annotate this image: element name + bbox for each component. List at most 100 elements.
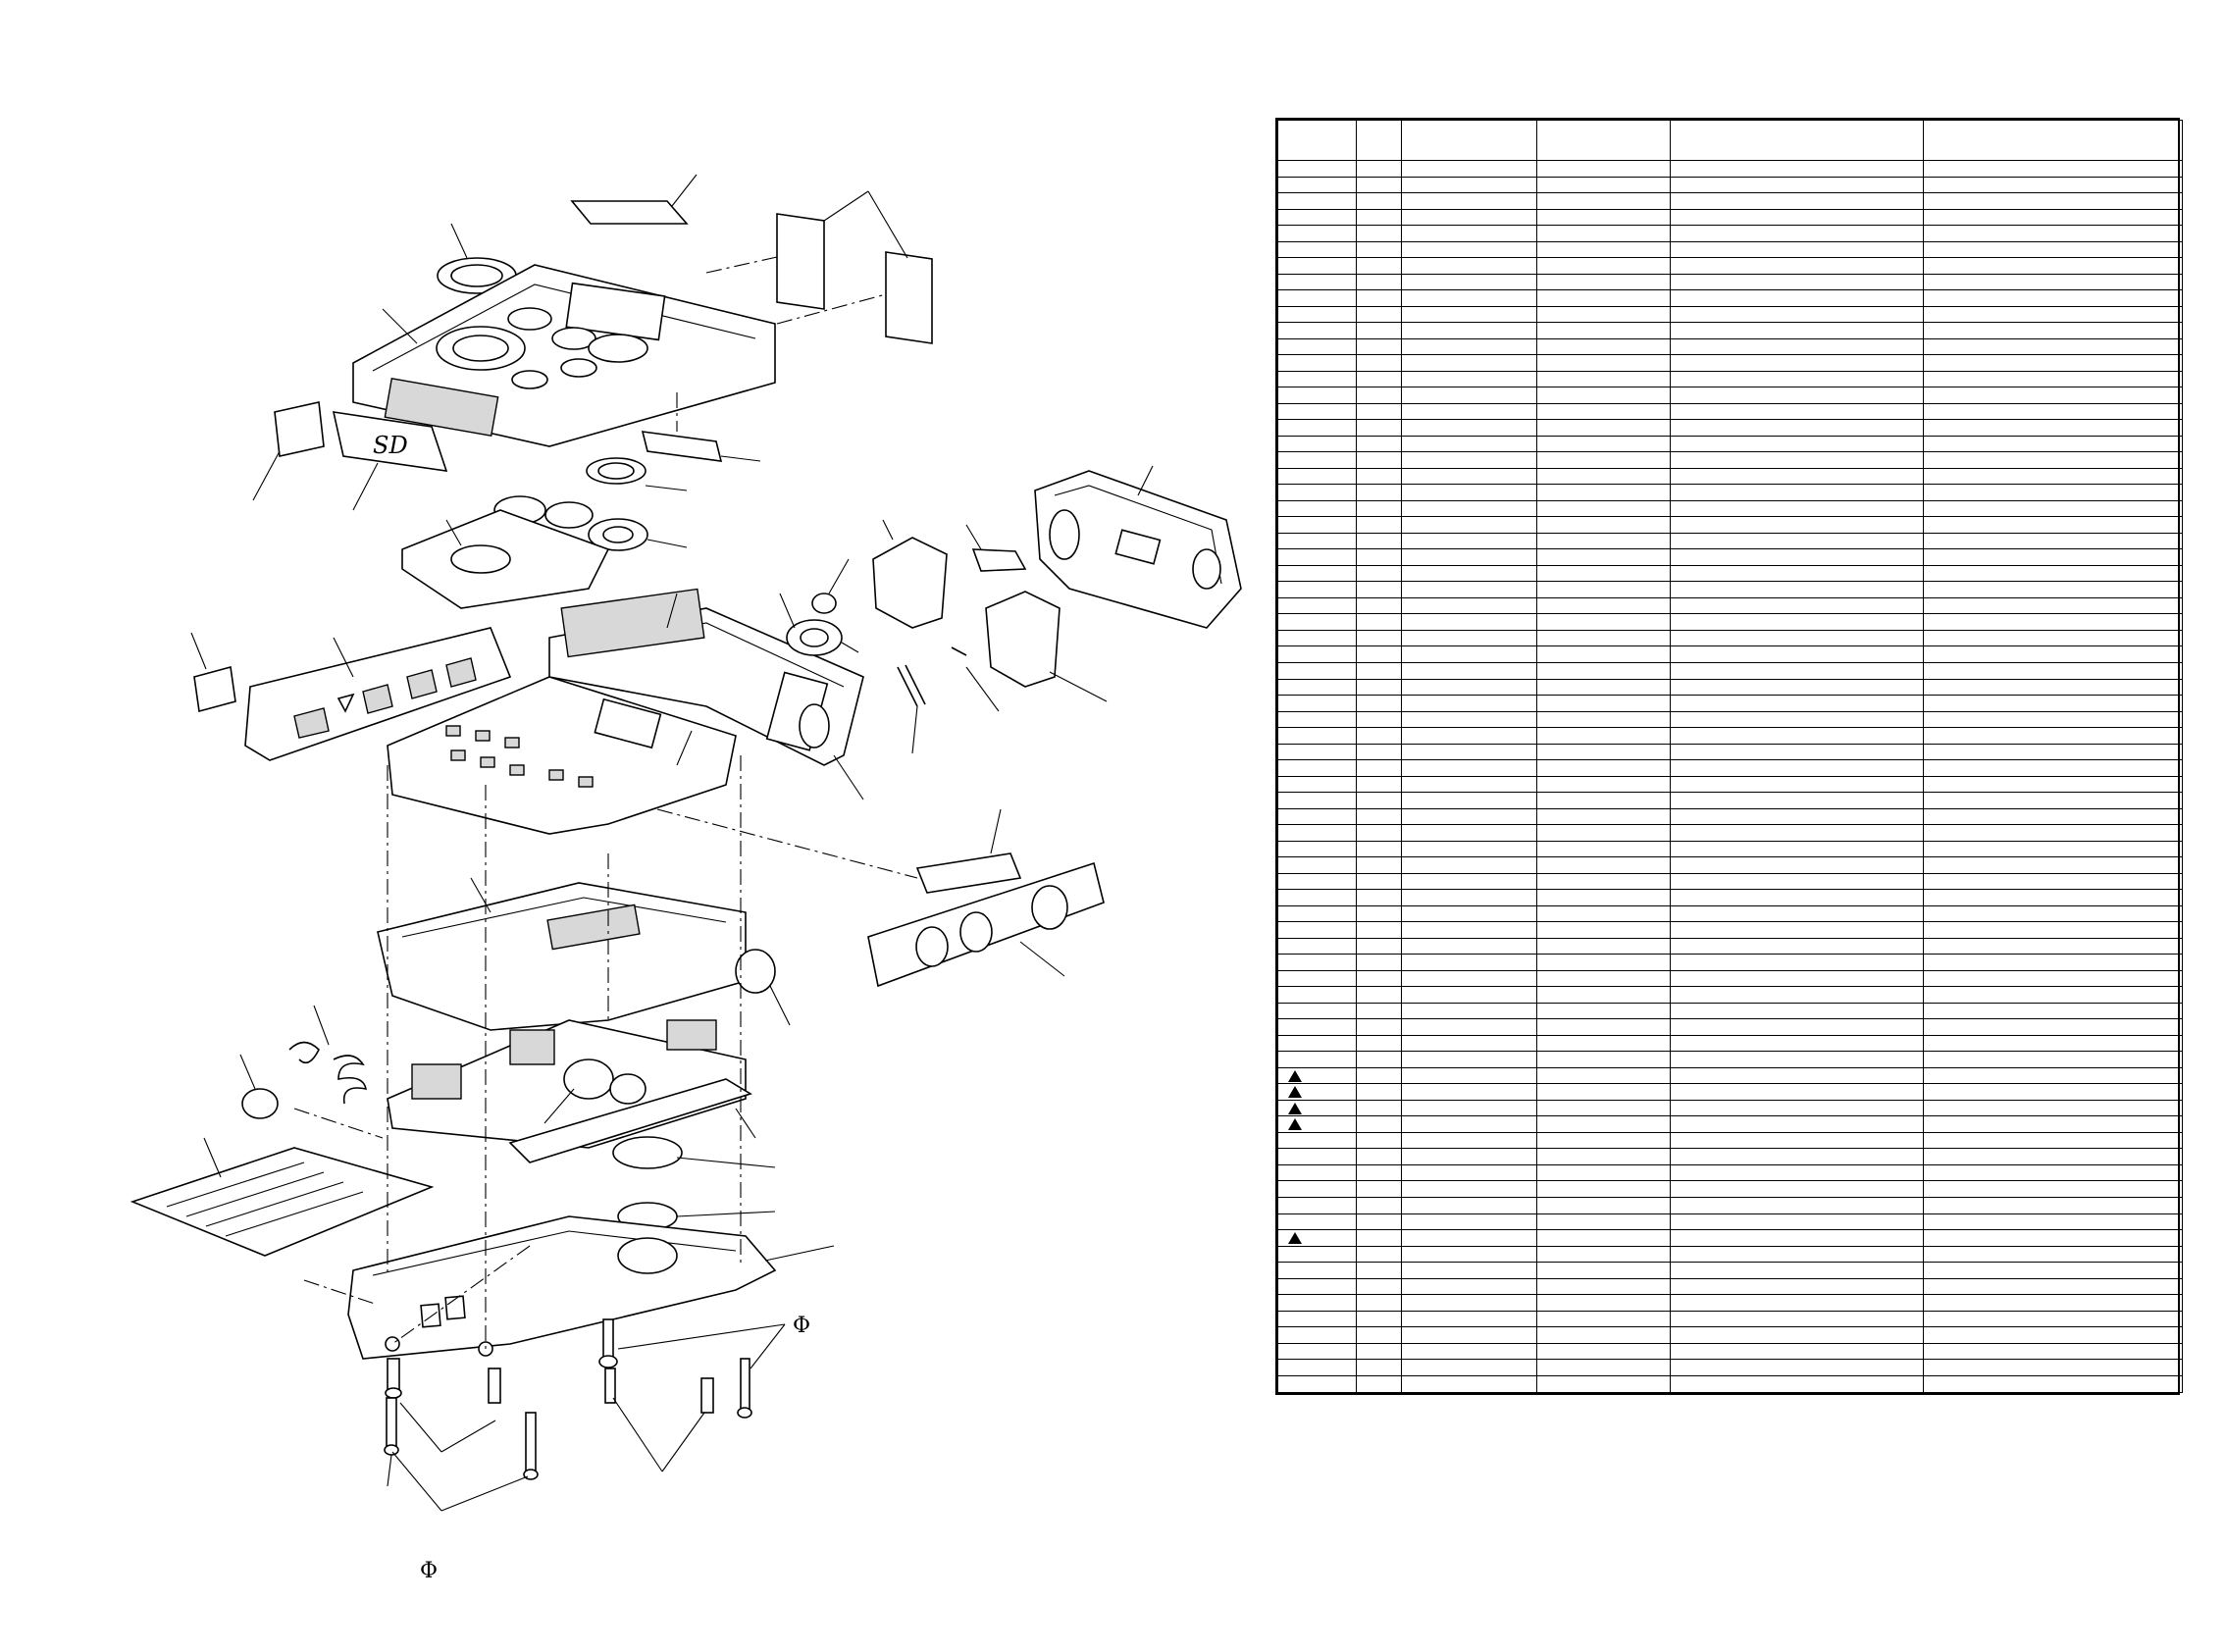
table-row (1277, 596, 2183, 615)
table-cell (1356, 921, 1402, 939)
table-cell (1923, 1197, 2183, 1214)
table-cell (1670, 160, 1924, 178)
table-cell (1923, 548, 2183, 566)
table-cell (1277, 921, 1357, 939)
right-side-panel-part (656, 808, 1105, 988)
table-cell (1536, 387, 1671, 404)
table-cell (1277, 548, 1357, 566)
main-pcb-part (387, 676, 737, 835)
table-cell (1923, 1180, 2183, 1198)
table-cell (1670, 1262, 1924, 1279)
table-cell (1923, 937, 2183, 955)
table-cell (1401, 889, 1537, 906)
table-cell (1923, 1034, 2183, 1053)
table-cell (1356, 1115, 1402, 1133)
button-set-part (493, 457, 688, 551)
table-cell (1536, 613, 1671, 631)
table-cell (1670, 1374, 1924, 1394)
table-cell (1277, 257, 1357, 275)
table-row (1277, 387, 2183, 404)
table-cell (1670, 710, 1924, 729)
table-cell (1356, 792, 1402, 809)
table-cell (1401, 954, 1537, 971)
table-cell (1401, 1099, 1537, 1117)
column-header (1923, 120, 2183, 161)
table-cell (1356, 387, 1402, 404)
table-cell (1356, 1262, 1402, 1279)
table-cell (1277, 759, 1357, 777)
key-frame-part (401, 509, 610, 609)
table-cell (1356, 695, 1402, 712)
table-cell (1923, 1277, 2183, 1296)
lower-pcb-part (387, 1019, 756, 1163)
table-header-row (1277, 120, 2183, 161)
table-cell (1277, 872, 1357, 891)
table-cell (1277, 1148, 1357, 1165)
table-cell (1401, 548, 1537, 566)
warning-triangle-icon (1288, 1069, 1302, 1082)
table-row (1277, 337, 2183, 356)
table-cell (1401, 1002, 1537, 1020)
table-row (1277, 1310, 2183, 1328)
table-cell (1401, 499, 1537, 518)
table-cell (1536, 208, 1671, 227)
table-cell (1401, 370, 1537, 388)
table-cell (1923, 596, 2183, 615)
column-header (1670, 120, 1924, 161)
table-cell (1401, 451, 1537, 469)
table-cell (1356, 1180, 1402, 1198)
table-cell (1923, 532, 2183, 550)
table-cell (1401, 581, 1537, 598)
table-cell (1401, 1229, 1537, 1247)
table-cell (1401, 921, 1537, 939)
table-cell (1356, 1051, 1402, 1068)
table-cell (1356, 370, 1402, 388)
table-cell (1536, 499, 1671, 518)
lcd-window-part (570, 174, 698, 225)
table-cell (1356, 613, 1402, 631)
table-cell (1536, 1034, 1671, 1053)
table-row (1277, 516, 2183, 534)
table-row (1277, 904, 2183, 923)
table-row (1277, 695, 2183, 712)
table-cell (1277, 1197, 1357, 1214)
table-cell (1356, 1002, 1402, 1020)
table-cell (1536, 807, 1671, 826)
table-cell (1670, 872, 1924, 891)
side-pads-part (705, 190, 933, 344)
table-cell (1536, 419, 1671, 437)
table-cell (1923, 645, 2183, 663)
table-cell (1923, 1148, 2183, 1165)
table-cell (1670, 273, 1924, 291)
table-cell (1356, 1310, 1402, 1328)
table-row (1277, 889, 2183, 906)
table-cell (1670, 467, 1924, 486)
table-cell (1923, 484, 2183, 501)
table-cell (1536, 435, 1671, 453)
table-cell (1401, 257, 1537, 275)
table-cell (1536, 775, 1671, 794)
table-row (1277, 419, 2183, 437)
table-cell (1670, 402, 1924, 421)
table-cell (1536, 969, 1671, 988)
table-cell (1536, 1245, 1671, 1264)
table-cell (1536, 1229, 1671, 1247)
table-cell (1277, 1229, 1357, 1247)
table-cell (1356, 710, 1402, 729)
table-cell (1536, 402, 1671, 421)
battery-lid-part (129, 1137, 435, 1257)
table-cell (1536, 695, 1671, 712)
table-cell (1923, 727, 2183, 745)
table-row (1277, 581, 2183, 598)
table-cell (1670, 581, 1924, 598)
table-cell (1277, 419, 1357, 437)
table-row (1277, 1342, 2183, 1361)
table-cell (1670, 678, 1924, 697)
table-cell (1356, 257, 1402, 275)
table-cell (1401, 661, 1537, 680)
table-row (1277, 1148, 2183, 1165)
table-cell (1923, 807, 2183, 826)
table-cell (1277, 1213, 1357, 1231)
screws-left-part (384, 1358, 539, 1512)
table-cell (1670, 1083, 1924, 1101)
